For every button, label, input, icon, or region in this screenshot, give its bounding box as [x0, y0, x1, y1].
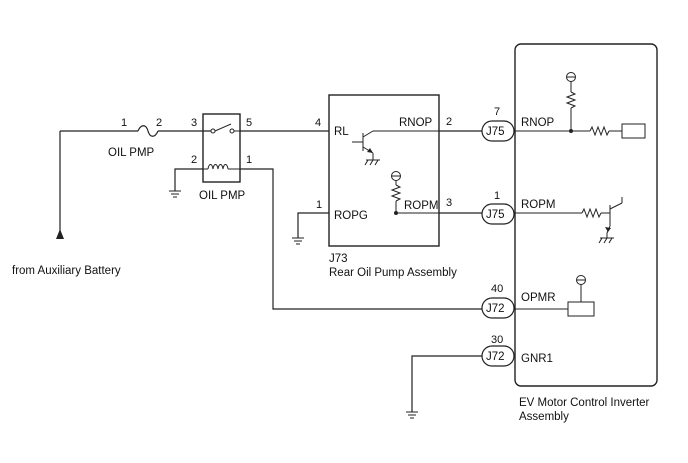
fuse-pin-right: 2 [156, 117, 162, 129]
inverter-connector: J75 [486, 126, 505, 138]
terminal-gnr1: 30 J72 GNR1 [481, 334, 553, 367]
relay-pin-5: 5 [246, 117, 252, 129]
pump-name-label: Rear Oil Pump Assembly [329, 267, 457, 279]
inverter-name-line1: EV Motor Control Inverter [519, 397, 650, 409]
pump-pin-ropm: 3 [446, 197, 452, 209]
battery-feed: from Auxiliary Battery [12, 131, 121, 277]
inverter-term-name: OPMR [521, 292, 556, 304]
inverter-term-name: GNR1 [521, 353, 553, 365]
rear-oil-pump: 4 2 3 1 RL RNOP ROPM ROPG [315, 94, 457, 279]
terminal-ropm: 1 J75 ROPM [481, 190, 556, 225]
pump-term-ropm: ROPM [404, 200, 439, 212]
transistor-icon [598, 197, 623, 244]
resistor-icon [589, 125, 610, 137]
ground-icon [169, 190, 181, 198]
relay-pin-2: 2 [191, 154, 197, 166]
ev-inverter: 7 J75 RNOP 1 J75 ROPM 40 J72 OPMR 30 J72… [481, 43, 658, 423]
pump-pin-ropg: 1 [316, 199, 322, 211]
ground-icon [292, 237, 304, 245]
terminal-rnop: 7 J75 RNOP [481, 106, 555, 142]
inverter-connector: J72 [486, 351, 505, 363]
inverter-pin: 30 [491, 334, 503, 346]
battery-label: from Auxiliary Battery [12, 265, 121, 277]
ground-icon [406, 411, 418, 419]
inverter-term-name: ROPM [521, 199, 556, 211]
relay-pin-1: 1 [246, 154, 252, 166]
inverter-pin: 1 [494, 190, 500, 202]
inverter-connector: J75 [486, 209, 505, 221]
pullup-icon [565, 72, 577, 133]
relay-icon [202, 113, 241, 183]
relay-pin-3: 3 [191, 117, 197, 129]
terminal-opmr: 40 J72 OPMR [481, 283, 556, 319]
inverter-pin: 40 [491, 283, 503, 295]
inverter-term-name: RNOP [521, 117, 555, 129]
relay-label: OIL PMP [199, 190, 246, 202]
pullup-icon [390, 171, 402, 215]
transistor-icon [352, 130, 439, 166]
resistor-icon [581, 207, 602, 219]
inverter-connector: J72 [486, 303, 505, 315]
arrow-up-icon [56, 229, 64, 239]
pump-term-rl: RL [334, 126, 349, 138]
fuse-label: OIL PMP [108, 147, 155, 159]
pump-connector-label: J73 [329, 253, 348, 265]
pump-term-ropg: ROPG [334, 210, 368, 222]
inverter-pin: 7 [494, 106, 500, 118]
pump-pin-rl: 4 [315, 117, 321, 129]
pullup-icon [576, 275, 586, 302]
fuse-pin-left: 1 [121, 117, 127, 129]
fuse: 1 2 OIL PMP [108, 117, 162, 159]
inverter-name-line2: Assembly [519, 411, 569, 423]
relay: 3 5 2 1 OIL PMP [191, 113, 252, 202]
pump-pin-rnop: 2 [446, 116, 452, 128]
pump-term-rnop: RNOP [399, 117, 433, 129]
fuse-icon [137, 125, 159, 137]
